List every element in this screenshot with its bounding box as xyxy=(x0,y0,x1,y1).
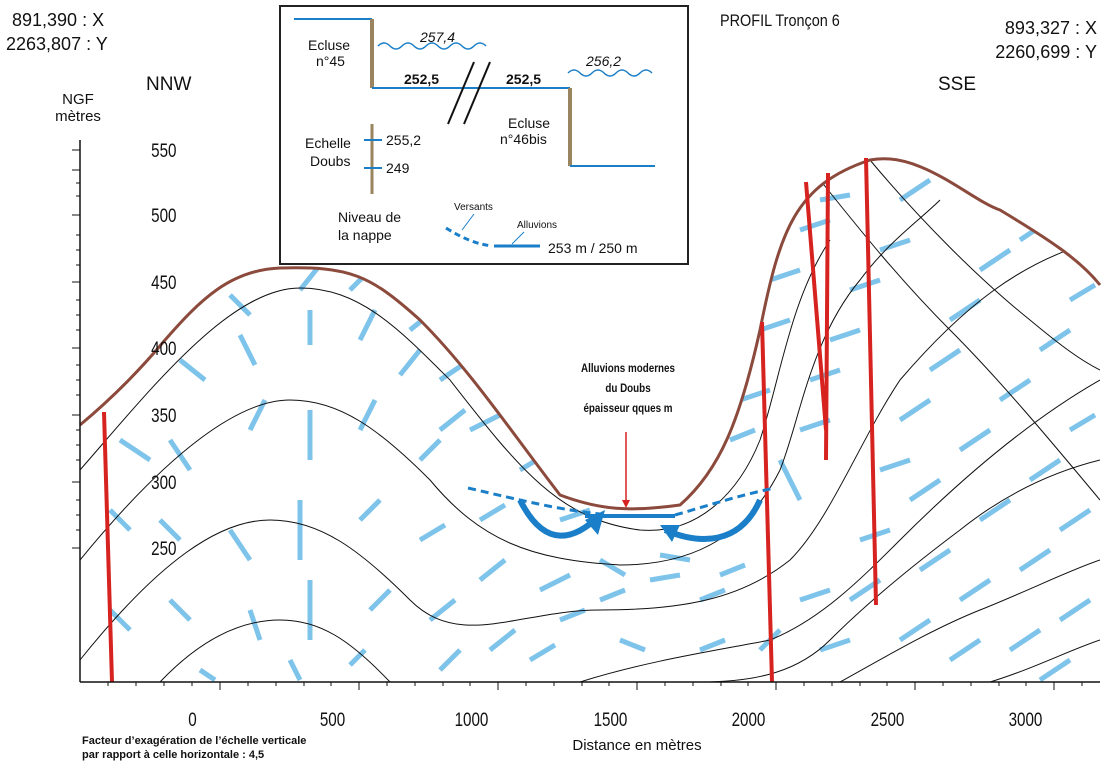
water-table xyxy=(467,486,776,542)
legend-nappe-levels: 253 m / 250 m xyxy=(548,240,638,256)
x-tick: 500 xyxy=(320,708,345,730)
legend-ecluse46-2: n°46bis xyxy=(500,131,547,147)
orientation-left: NNW xyxy=(146,74,191,95)
x-tick: 2500 xyxy=(871,708,905,730)
x-axis-label: Distance en mètres xyxy=(572,737,701,754)
legend-level-252b: 252,5 xyxy=(506,71,541,87)
legend-echelle-1: Echelle xyxy=(305,135,351,151)
legend-level-256: 256,2 xyxy=(585,53,621,69)
bedding-lines xyxy=(80,159,1100,682)
y-tick-labels: 550 500 450 400 350 300 250 xyxy=(151,139,176,559)
topographic-surface xyxy=(79,157,1102,511)
legend-alluvions: Alluvions xyxy=(517,220,557,231)
svg-text:Alluvions modernes: Alluvions modernes xyxy=(581,362,675,375)
legend-ecluse45-1: Ecluse xyxy=(308,37,350,53)
legend-echelle-val1: 255,2 xyxy=(386,132,421,148)
y-tick: 300 xyxy=(151,471,176,493)
right-y-coord: 2260,699 : Y xyxy=(995,42,1097,62)
y-tick: 450 xyxy=(151,271,176,293)
x-tick: 1000 xyxy=(455,708,489,730)
svg-text:du Doubs: du Doubs xyxy=(605,382,650,395)
legend-level-257: 257,4 xyxy=(419,29,455,45)
svg-text:épaisseur qques m: épaisseur qques m xyxy=(583,402,672,415)
legend-ecluse45-2: n°45 xyxy=(316,53,345,69)
y-axis-label-units: mètres xyxy=(55,108,101,125)
y-tick: 400 xyxy=(151,337,176,359)
y-tick: 500 xyxy=(151,204,176,226)
strata xyxy=(80,159,1100,682)
y-tick: 350 xyxy=(151,404,176,426)
legend-ecluse46-1: Ecluse xyxy=(508,115,550,131)
legend-versants: Versants xyxy=(454,202,493,213)
y-axis-label-ngf: NGF xyxy=(62,91,94,108)
left-x-coord: 891,390 : X xyxy=(12,10,104,30)
axes xyxy=(72,140,1100,690)
right-x-coord: 893,327 : X xyxy=(1005,18,1097,38)
x-tick: 0 xyxy=(188,708,196,730)
legend-box: Ecluse n°45 257,4 252,5 252,5 256,2 Eclu… xyxy=(279,5,689,265)
footnote-line2: par rapport à celle horizontale : 4,5 xyxy=(82,749,264,761)
legend-level-252a: 252,5 xyxy=(404,71,439,87)
orientation-right: SSE xyxy=(938,74,976,95)
left-y-coord: 2263,807 : Y xyxy=(6,34,108,54)
faults xyxy=(102,157,878,683)
bedding-dashes xyxy=(108,177,1097,682)
legend-echelle-val2: 249 xyxy=(386,160,410,176)
x-tick: 1500 xyxy=(594,708,628,730)
page-title: PROFIL Tronçon 6 xyxy=(720,12,840,30)
x-tick-labels: 0 500 1000 1500 2000 2500 3000 3500 xyxy=(188,708,1043,730)
legend-nappe-2: la nappe xyxy=(338,227,392,243)
y-tick: 250 xyxy=(151,537,176,559)
x-tick: 2000 xyxy=(732,708,766,730)
alluvions-annotation: Alluvions modernes du Doubs épaisseur qq… xyxy=(581,362,675,415)
legend-echelle-2: Doubs xyxy=(310,153,350,169)
y-tick: 550 xyxy=(151,139,176,161)
legend-nappe-1: Niveau de xyxy=(338,209,401,225)
footnote-line1: Facteur d’exagération de l’échelle verti… xyxy=(82,735,306,747)
x-tick: 3000 xyxy=(1009,708,1043,730)
